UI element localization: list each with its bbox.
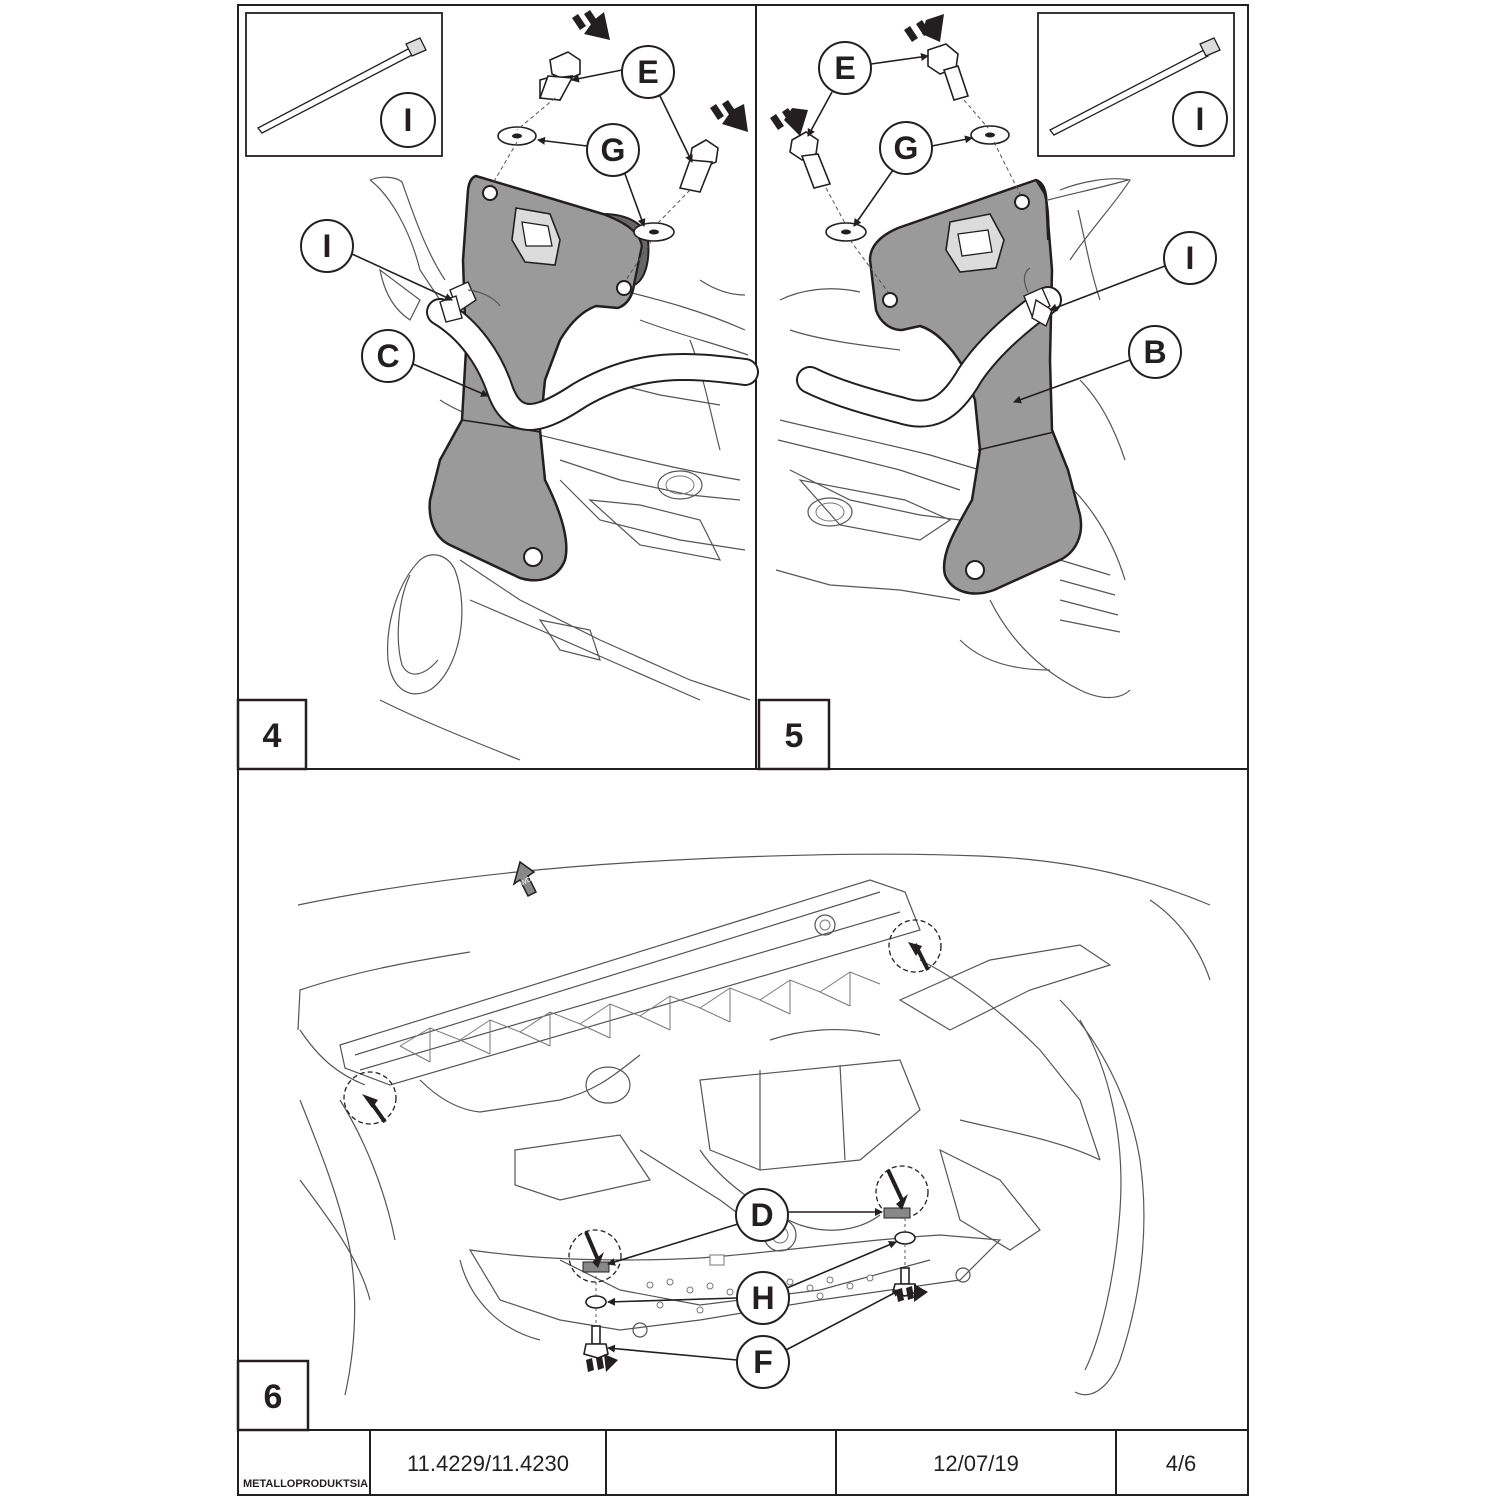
svg-text:6: 6: [264, 1378, 283, 1416]
bolt-e-1: [538, 51, 581, 101]
manufacturer-brand: METALLOPRODUKTSIA: [243, 1478, 368, 1490]
footer-title-block: METALLOPRODUKTSIA 11.4229/11.4230 12/07/…: [243, 1430, 1196, 1495]
tighten-arrow-icon: [904, 14, 944, 42]
bracket-c: [428, 174, 644, 582]
svg-text:I: I: [323, 228, 332, 264]
callout-e: E: [807, 41, 929, 137]
callout-g: G: [537, 123, 646, 227]
bolt-e-4: [927, 43, 970, 101]
mounting-point-marker-d-left: [568, 1229, 622, 1283]
step-number-5: 5: [757, 698, 831, 771]
forward-direction-arrow-icon: FWD: [512, 860, 538, 898]
callout-d: D: [607, 1188, 883, 1266]
svg-text:G: G: [601, 132, 626, 168]
svg-text:E: E: [834, 50, 855, 86]
sheet-frame: [237, 4, 1249, 1496]
svg-text:B: B: [1143, 334, 1166, 370]
svg-text:C: C: [376, 338, 399, 374]
page-number: 4/6: [1166, 1451, 1197, 1476]
svg-text:F: F: [753, 1344, 773, 1380]
tighten-arrow-icon: [586, 1354, 618, 1372]
tighten-arrow-icon: [770, 108, 808, 136]
step-number-6: 6: [236, 1359, 310, 1432]
callout-h: H: [607, 1241, 897, 1325]
bolt-f-left: [583, 1325, 609, 1359]
callout-i: I: [1049, 231, 1217, 312]
svg-text:5: 5: [785, 717, 804, 755]
callout-i-inset: I: [1196, 101, 1205, 137]
svg-text:G: G: [894, 130, 919, 166]
callout-i-inset: I: [404, 102, 413, 138]
beam-truss-pattern: [399, 971, 881, 1063]
bolt-e-3: [789, 131, 832, 189]
svg-text:E: E: [637, 54, 658, 90]
bolt-e-2: [678, 139, 719, 193]
tighten-arrow-icon: [572, 10, 610, 40]
washer-h-left: [585, 1295, 607, 1309]
svg-text:4: 4: [263, 717, 282, 755]
callout-c: C: [361, 329, 489, 397]
document-date: 12/07/19: [933, 1451, 1019, 1476]
mounting-point-marker: [888, 919, 942, 973]
svg-text:I: I: [1186, 240, 1195, 276]
callout-e: E: [571, 45, 693, 163]
panel-4: I E G I C 4: [236, 10, 759, 771]
callout-g: G: [853, 121, 973, 227]
article-number: 11.4229/11.4230: [407, 1451, 569, 1476]
callout-b: B: [1013, 325, 1182, 404]
svg-text:H: H: [751, 1280, 774, 1316]
callout-i: I: [300, 219, 453, 301]
inset-cable-tie-panel-4: I: [245, 12, 443, 157]
step-number-4: 4: [236, 698, 308, 771]
panel-6: FWD: [236, 853, 1211, 1432]
callout-f: F: [607, 1289, 901, 1389]
washer-h-right: [894, 1231, 916, 1245]
mounting-point-marker-d-right: [875, 1165, 929, 1219]
vehicle-underbody-drawing: [297, 853, 1211, 1396]
inset-cable-tie-panel-5: I: [1037, 12, 1235, 157]
panel-5-background-structure: [775, 178, 1131, 699]
panel-5: I E G I B 5: [757, 12, 1235, 771]
mounting-point-marker: [343, 1071, 397, 1125]
svg-text:D: D: [750, 1197, 773, 1233]
tighten-arrow-icon: [710, 100, 748, 132]
